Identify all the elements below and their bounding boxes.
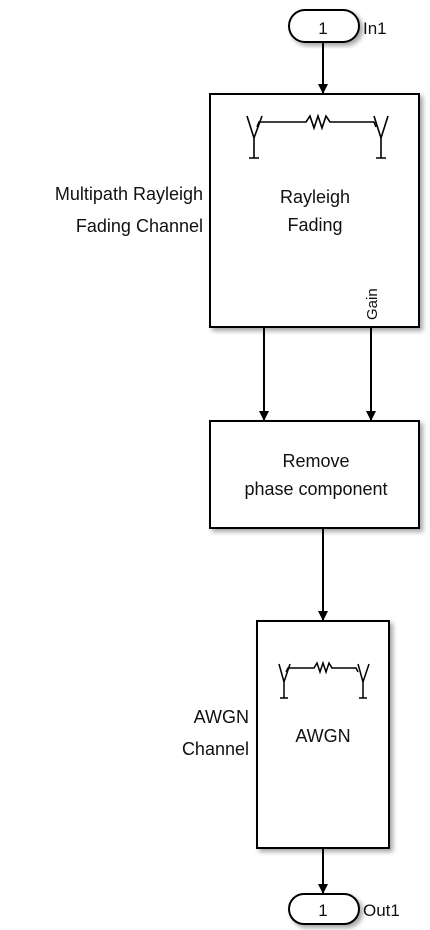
- gain-port-label: Gain: [364, 288, 381, 320]
- multipath-antenna-icon: [246, 113, 389, 159]
- rayleigh-block-title-line1: Multipath Rayleigh: [55, 184, 203, 204]
- rayleigh-icon-line2: Fading: [287, 215, 342, 235]
- remove-phase-line2: phase component: [244, 479, 387, 499]
- awgn-icon-text: AWGN: [295, 726, 350, 746]
- awgn-channel-block[interactable]: AWGN: [256, 620, 390, 849]
- rayleigh-icon-line1: Rayleigh: [280, 187, 350, 207]
- remove-phase-line1: Remove: [282, 451, 349, 471]
- outport-label: Out1: [363, 901, 400, 920]
- inport-label: In1: [363, 19, 387, 38]
- outport-number: 1: [318, 901, 327, 920]
- outport-out1[interactable]: 1: [288, 893, 360, 925]
- inport-in1[interactable]: 1: [288, 9, 360, 43]
- inport-number: 1: [318, 19, 327, 38]
- awgn-block-title-line2: Channel: [182, 739, 249, 759]
- awgn-block-title-line1: AWGN: [194, 707, 249, 727]
- remove-phase-block[interactable]: Remove phase component: [209, 420, 420, 529]
- rayleigh-block-title-line2: Fading Channel: [76, 216, 203, 236]
- multipath-antenna-icon: [278, 660, 370, 699]
- rayleigh-fading-block[interactable]: Rayleigh Fading Gain: [209, 93, 420, 328]
